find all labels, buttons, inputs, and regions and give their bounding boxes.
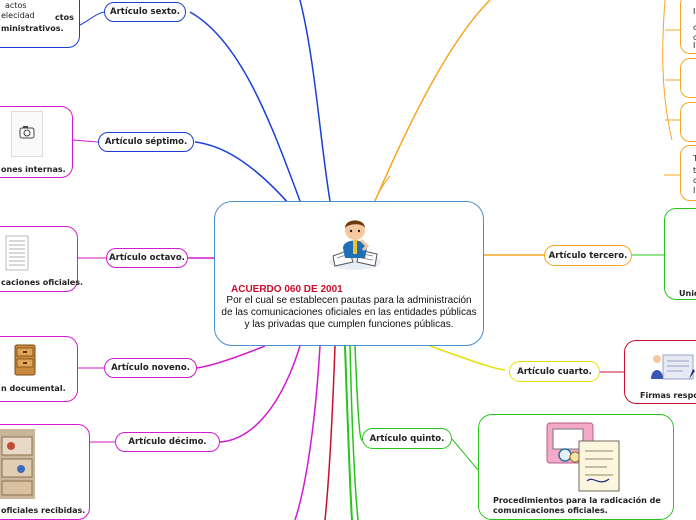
fragment-5: T — [693, 154, 696, 163]
node-articulo-quinto[interactable]: Artículo quinto. — [362, 428, 452, 449]
card-top-right-4[interactable]: T t c I — [680, 145, 696, 201]
card-sexto-text-3: ctos — [55, 13, 74, 22]
card-octavo-caption: caciones oficiales. — [1, 278, 84, 287]
card-sexto-caption: ministrativos. — [1, 24, 64, 33]
mail-documents-icon — [546, 422, 620, 492]
fragment-6: t — [693, 166, 696, 175]
card-tercero-caption: Unic — [679, 289, 696, 298]
card-noveno[interactable]: n documental. — [0, 336, 78, 402]
central-title: ACUERDO 060 DE 2001 — [231, 284, 343, 295]
card-tercero[interactable]: Unic — [664, 208, 696, 300]
signature-people-icon — [651, 354, 695, 380]
filing-cabinet-icon — [14, 344, 36, 376]
received-mail-icon — [0, 429, 35, 499]
node-articulo-septimo[interactable]: Artículo séptimo. — [98, 132, 194, 152]
central-description: Por el cual se establecen pautas para la… — [221, 295, 477, 330]
node-articulo-cuarto[interactable]: Artículo cuarto. — [509, 361, 600, 382]
card-decimo[interactable]: oficiales recibidas. — [0, 424, 90, 520]
card-quinto[interactable]: Procedimientos para la radicación de com… — [478, 414, 674, 520]
card-octavo[interactable]: caciones oficiales. — [0, 226, 83, 292]
card-noveno-caption: n documental. — [1, 384, 66, 393]
fragment-8: I — [693, 186, 696, 195]
card-cuarto-caption: Firmas respon — [640, 391, 696, 400]
fragment-1: I — [693, 7, 696, 16]
card-septimo[interactable]: ones internas. — [0, 106, 73, 178]
office-worker-icon — [329, 220, 381, 270]
card-top-right-2[interactable] — [680, 58, 696, 98]
card-top-right-1[interactable]: I c c I — [680, 0, 696, 54]
fragment-7: c — [693, 176, 696, 185]
node-articulo-sexto[interactable]: Artículo sexto. — [104, 2, 186, 22]
fragment-4: I — [693, 41, 696, 50]
card-quinto-caption: Procedimientos para la radicación de com… — [493, 496, 661, 515]
node-articulo-octavo[interactable]: Artículo octavo. — [106, 248, 188, 268]
camera-icon — [11, 111, 43, 157]
card-sexto-text-1: actos — [5, 1, 27, 10]
node-articulo-tercero[interactable]: Artículo tercero. — [544, 245, 632, 266]
card-septimo-caption: ones internas. — [1, 165, 66, 174]
node-articulo-noveno[interactable]: Artículo noveno. — [104, 358, 197, 378]
card-top-right-3[interactable] — [680, 102, 696, 142]
central-node[interactable]: ACUERDO 060 DE 2001 Por el cual se estab… — [214, 201, 484, 346]
fragment-3: c — [693, 33, 696, 42]
card-sexto-text-2: elecidad — [1, 11, 35, 20]
document-icon — [5, 235, 29, 271]
card-cuarto[interactable]: Firmas respon — [624, 340, 696, 404]
node-articulo-decimo[interactable]: Artículo décimo. — [115, 432, 220, 452]
card-decimo-caption: oficiales recibidas. — [1, 506, 86, 515]
card-sexto[interactable]: actos elecidad ctos ministrativos. — [0, 0, 80, 48]
fragment-2: c — [693, 23, 696, 32]
